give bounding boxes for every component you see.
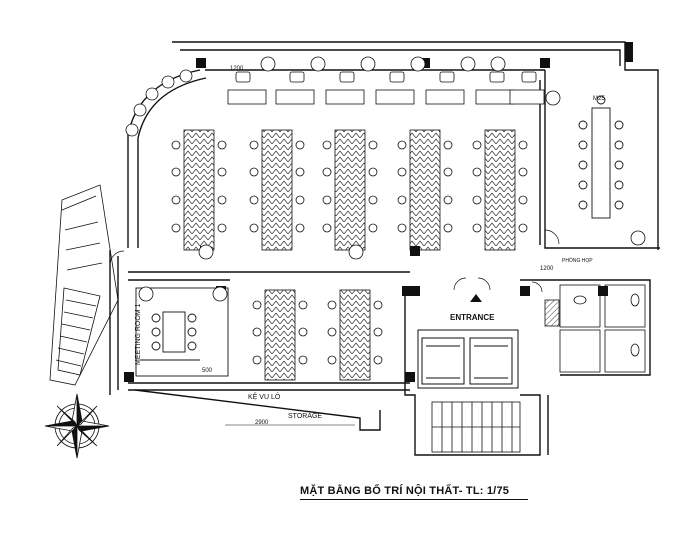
workstation-chairs-bottom bbox=[252, 300, 383, 365]
room-tag-small: PHÒNG HỌP bbox=[562, 257, 593, 264]
room-tag: M25 bbox=[593, 96, 605, 102]
workstation-clusters-bottom bbox=[264, 289, 371, 381]
restroom-area bbox=[544, 284, 646, 373]
ke-vu-lo-label: KỆ VU LÔ bbox=[248, 392, 281, 401]
storage-label: STORAGE bbox=[288, 413, 322, 420]
entrance-label: ENTRANCE bbox=[450, 313, 495, 322]
meeting-room-1 bbox=[135, 287, 229, 377]
plants bbox=[125, 56, 646, 302]
doors bbox=[109, 229, 560, 293]
top-desk-row bbox=[227, 71, 545, 105]
elevators bbox=[417, 329, 519, 389]
title-underline bbox=[300, 499, 528, 500]
dim-bottom: 2900 bbox=[255, 420, 269, 426]
conference-room bbox=[578, 95, 624, 219]
central-stair bbox=[431, 401, 521, 453]
meeting-room-label: MEETING ROOM 1 bbox=[135, 303, 142, 365]
dim-right: 1200 bbox=[540, 266, 554, 272]
dim-mid: 500 bbox=[202, 368, 213, 374]
dim-top: 1200 bbox=[230, 66, 244, 72]
left-stair bbox=[49, 184, 119, 386]
drawing-title: MẶT BẰNG BỐ TRÍ NỘI THẤT- TL: 1/75 bbox=[300, 485, 510, 497]
workstation-clusters-top bbox=[183, 129, 516, 251]
compass-rose bbox=[44, 393, 110, 459]
entrance-arrow bbox=[470, 294, 482, 302]
workstation-chairs-top bbox=[171, 140, 528, 233]
outer-walls bbox=[109, 41, 660, 456]
